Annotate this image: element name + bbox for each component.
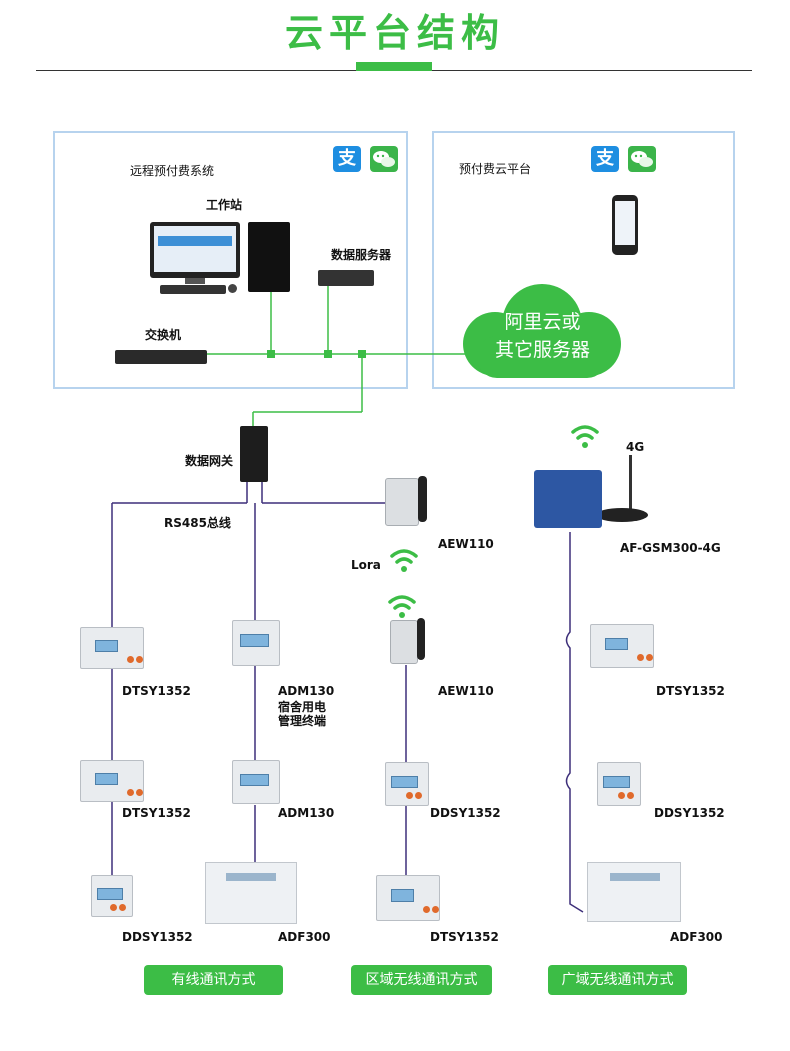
col4-device2-label: DDSY1352 [654, 806, 725, 820]
cloud-label-line2: 其它服务器 [494, 339, 590, 361]
col4-device1-label: DTSY1352 [656, 684, 725, 698]
page-title: 云平台结构 [284, 11, 505, 55]
col2-device1-line3: 管理终端 [278, 714, 327, 728]
switch-icon [115, 350, 207, 364]
antenna-icon [417, 618, 425, 660]
lora-label: Lora [351, 558, 381, 572]
aew110-device [385, 478, 419, 526]
cloud-platform-panel [432, 131, 735, 389]
phone-icon [612, 195, 638, 255]
remote-prepay-panel [53, 131, 408, 389]
title-accent-bar [356, 62, 432, 71]
rs485-label: RS485总线 [164, 516, 231, 530]
wifi-icon [390, 549, 418, 572]
wired-mode-label: 有线通讯方式 [144, 965, 283, 995]
col2-device2-label: ADM130 [278, 806, 335, 820]
cloud-platform-label: 预付费云平台 [459, 162, 532, 176]
workstation-label: 工作站 [206, 198, 243, 212]
col3-device2-label: DTSY1352 [430, 930, 499, 944]
col1-device2-label: DTSY1352 [122, 806, 191, 820]
aew110-top-label: AEW110 [438, 537, 494, 551]
dtsy1352-meter [376, 875, 440, 921]
keyboard-icon [160, 285, 226, 294]
col3-device1-label: DDSY1352 [430, 806, 501, 820]
aew110-mid-label: AEW110 [438, 684, 494, 698]
monitor-icon [150, 222, 240, 278]
adm130-meter [232, 760, 280, 804]
ddsy1352-meter [385, 762, 429, 806]
col2-device3-label: ADF300 [278, 930, 331, 944]
col1-device1-label: DTSY1352 [122, 684, 191, 698]
remote-prepay-label: 远程预付费系统 [130, 164, 215, 178]
alipay-icon: 支 [591, 146, 619, 172]
pc-tower-icon [248, 222, 290, 292]
wifi-icon [571, 425, 599, 448]
col4-device3-label: ADF300 [670, 930, 723, 944]
wechat-icon [628, 146, 656, 172]
antenna-base-icon [596, 508, 648, 522]
adm130-terminal [232, 620, 280, 666]
aew110-device [390, 620, 418, 664]
alipay-icon: 支 [333, 146, 361, 172]
ddsy1352-meter [91, 875, 133, 917]
dtsy1352-meter [80, 627, 144, 669]
col2-device1-line1: ADM130 [278, 684, 335, 698]
regional-wireless-mode-label: 区域无线通讯方式 [351, 965, 492, 995]
gsm-antenna-icon [629, 455, 632, 510]
data-server-label: 数据服务器 [331, 248, 392, 262]
gateway-icon [240, 426, 268, 482]
wifi-icon [388, 595, 416, 618]
adf300-cabinet [587, 862, 681, 922]
antenna-icon [418, 476, 427, 522]
gateway-label: 数据网关 [185, 454, 234, 468]
server-icon [318, 270, 374, 286]
wechat-icon [370, 146, 398, 172]
col1-device3-label: DDSY1352 [122, 930, 193, 944]
col2-device1-line2: 宿舍用电 [278, 700, 327, 714]
cloud-label-line1: 阿里云或 [504, 311, 581, 333]
gsm-label: AF-GSM300-4G [620, 541, 721, 555]
gsm-device-icon [534, 470, 602, 528]
wide-area-wireless-mode-label: 广域无线通讯方式 [548, 965, 687, 995]
dtsy1352-meter [590, 624, 654, 668]
switch-label: 交换机 [145, 328, 182, 342]
mouse-icon [228, 284, 237, 293]
monitor-stand [185, 278, 205, 284]
fourg-label: 4G [626, 440, 645, 454]
adf300-cabinet [205, 862, 297, 924]
ddsy1352-meter [597, 762, 641, 806]
cloud-shape [463, 284, 621, 378]
dtsy1352-meter [80, 760, 144, 802]
